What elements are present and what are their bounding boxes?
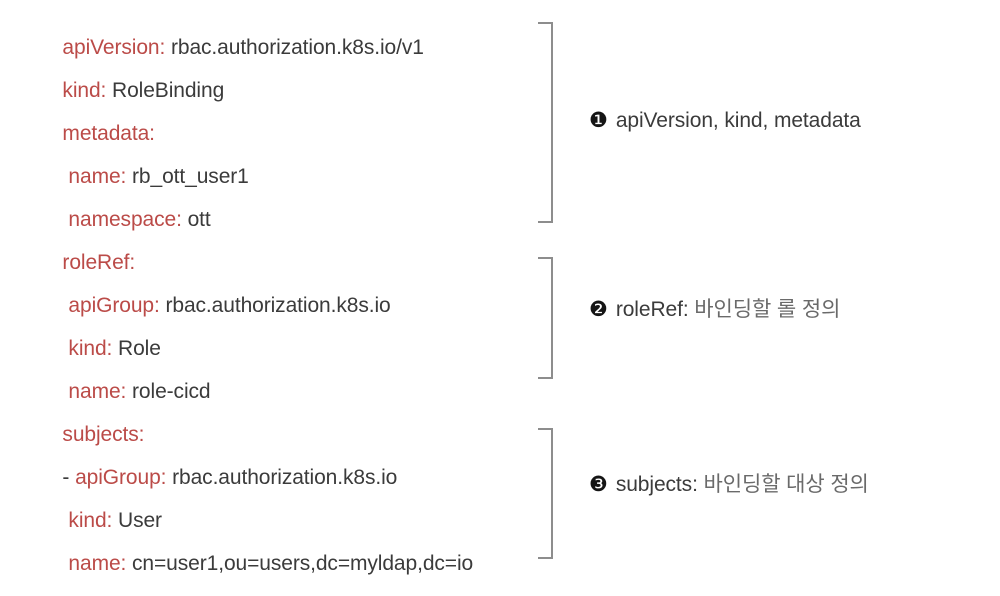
yaml-line: apiVersion: rbac.authorization.k8s.io/v1 [28, 16, 424, 79]
circled-number-2-icon: ❷ [589, 297, 608, 322]
annotation-3-text: subjects: 바인딩할 대상 정의 [616, 472, 869, 497]
yaml-key: name: [68, 380, 127, 403]
yaml-key: name: [68, 165, 127, 188]
yaml-line: kind: RoleBinding [28, 59, 224, 122]
annotation-1-label: apiVersion, kind, metadata [615, 109, 861, 132]
yaml-line: subjects: [28, 403, 144, 466]
yaml-value: Role [112, 337, 161, 360]
yaml-value: rbac.authorization.k8s.io [159, 294, 391, 317]
yaml-value: ott [181, 208, 211, 231]
yaml-value: cn=user1,ou=users,dc=myldap,dc=io [126, 552, 474, 575]
yaml-value: rbac.authorization.k8s.io/v1 [165, 36, 424, 59]
yaml-line: name: cn=user1,ou=users,dc=myldap,dc=io [34, 532, 473, 595]
yaml-key: namespace: [68, 208, 182, 231]
yaml-key: apiGroup: [68, 294, 160, 317]
annotation-1: ❶ apiVersion, kind, metadata [589, 108, 861, 133]
yaml-key: apiVersion: [62, 36, 166, 59]
yaml-list-dash: - [62, 466, 76, 489]
yaml-line: name: role-cicd [34, 360, 211, 423]
yaml-line: metadata: [28, 102, 155, 165]
annotation-2-text: roleRef: 바인딩할 롤 정의 [615, 297, 841, 322]
yaml-value: role-cicd [126, 380, 211, 403]
yaml-key: metadata: [62, 122, 155, 145]
yaml-line: apiGroup: rbac.authorization.k8s.io [34, 274, 391, 337]
annotation-3-description: 바인딩할 대상 정의 [703, 473, 869, 496]
annotation-2: ❷ roleRef: 바인딩할 롤 정의 [589, 297, 840, 322]
yaml-value: RoleBinding [106, 79, 225, 102]
yaml-key: apiGroup: [75, 466, 167, 489]
annotation-3-label: subjects: [615, 473, 704, 496]
yaml-key: kind: [68, 337, 113, 360]
yaml-line: kind: User [34, 489, 162, 552]
yaml-key: name: [68, 552, 127, 575]
yaml-line: roleRef: [28, 231, 135, 294]
yaml-key: roleRef: [62, 251, 136, 274]
yaml-key: kind: [68, 509, 113, 532]
annotation-2-description: 바인딩할 롤 정의 [694, 298, 841, 321]
yaml-line: name: rb_ott_user1 [34, 145, 249, 208]
annotation-2-label: roleRef: [615, 298, 695, 321]
yaml-key: kind: [62, 79, 107, 102]
yaml-value: User [112, 509, 162, 532]
yaml-key: subjects: [62, 423, 145, 446]
annotation-3: ❸ subjects: 바인딩할 대상 정의 [589, 472, 869, 497]
yaml-code-block: apiVersion: rbac.authorization.k8s.io/v1… [28, 16, 473, 595]
circled-number-3-icon: ❸ [589, 472, 608, 497]
yaml-line: kind: Role [34, 317, 161, 380]
circled-number-1-icon: ❶ [589, 108, 608, 133]
yaml-value: rbac.authorization.k8s.io [166, 466, 398, 489]
yaml-value: rb_ott_user1 [126, 165, 249, 188]
yaml-line: - apiGroup: rbac.authorization.k8s.io [28, 446, 397, 509]
yaml-line: namespace: ott [34, 188, 211, 251]
annotation-1-text: apiVersion, kind, metadata [616, 108, 861, 133]
